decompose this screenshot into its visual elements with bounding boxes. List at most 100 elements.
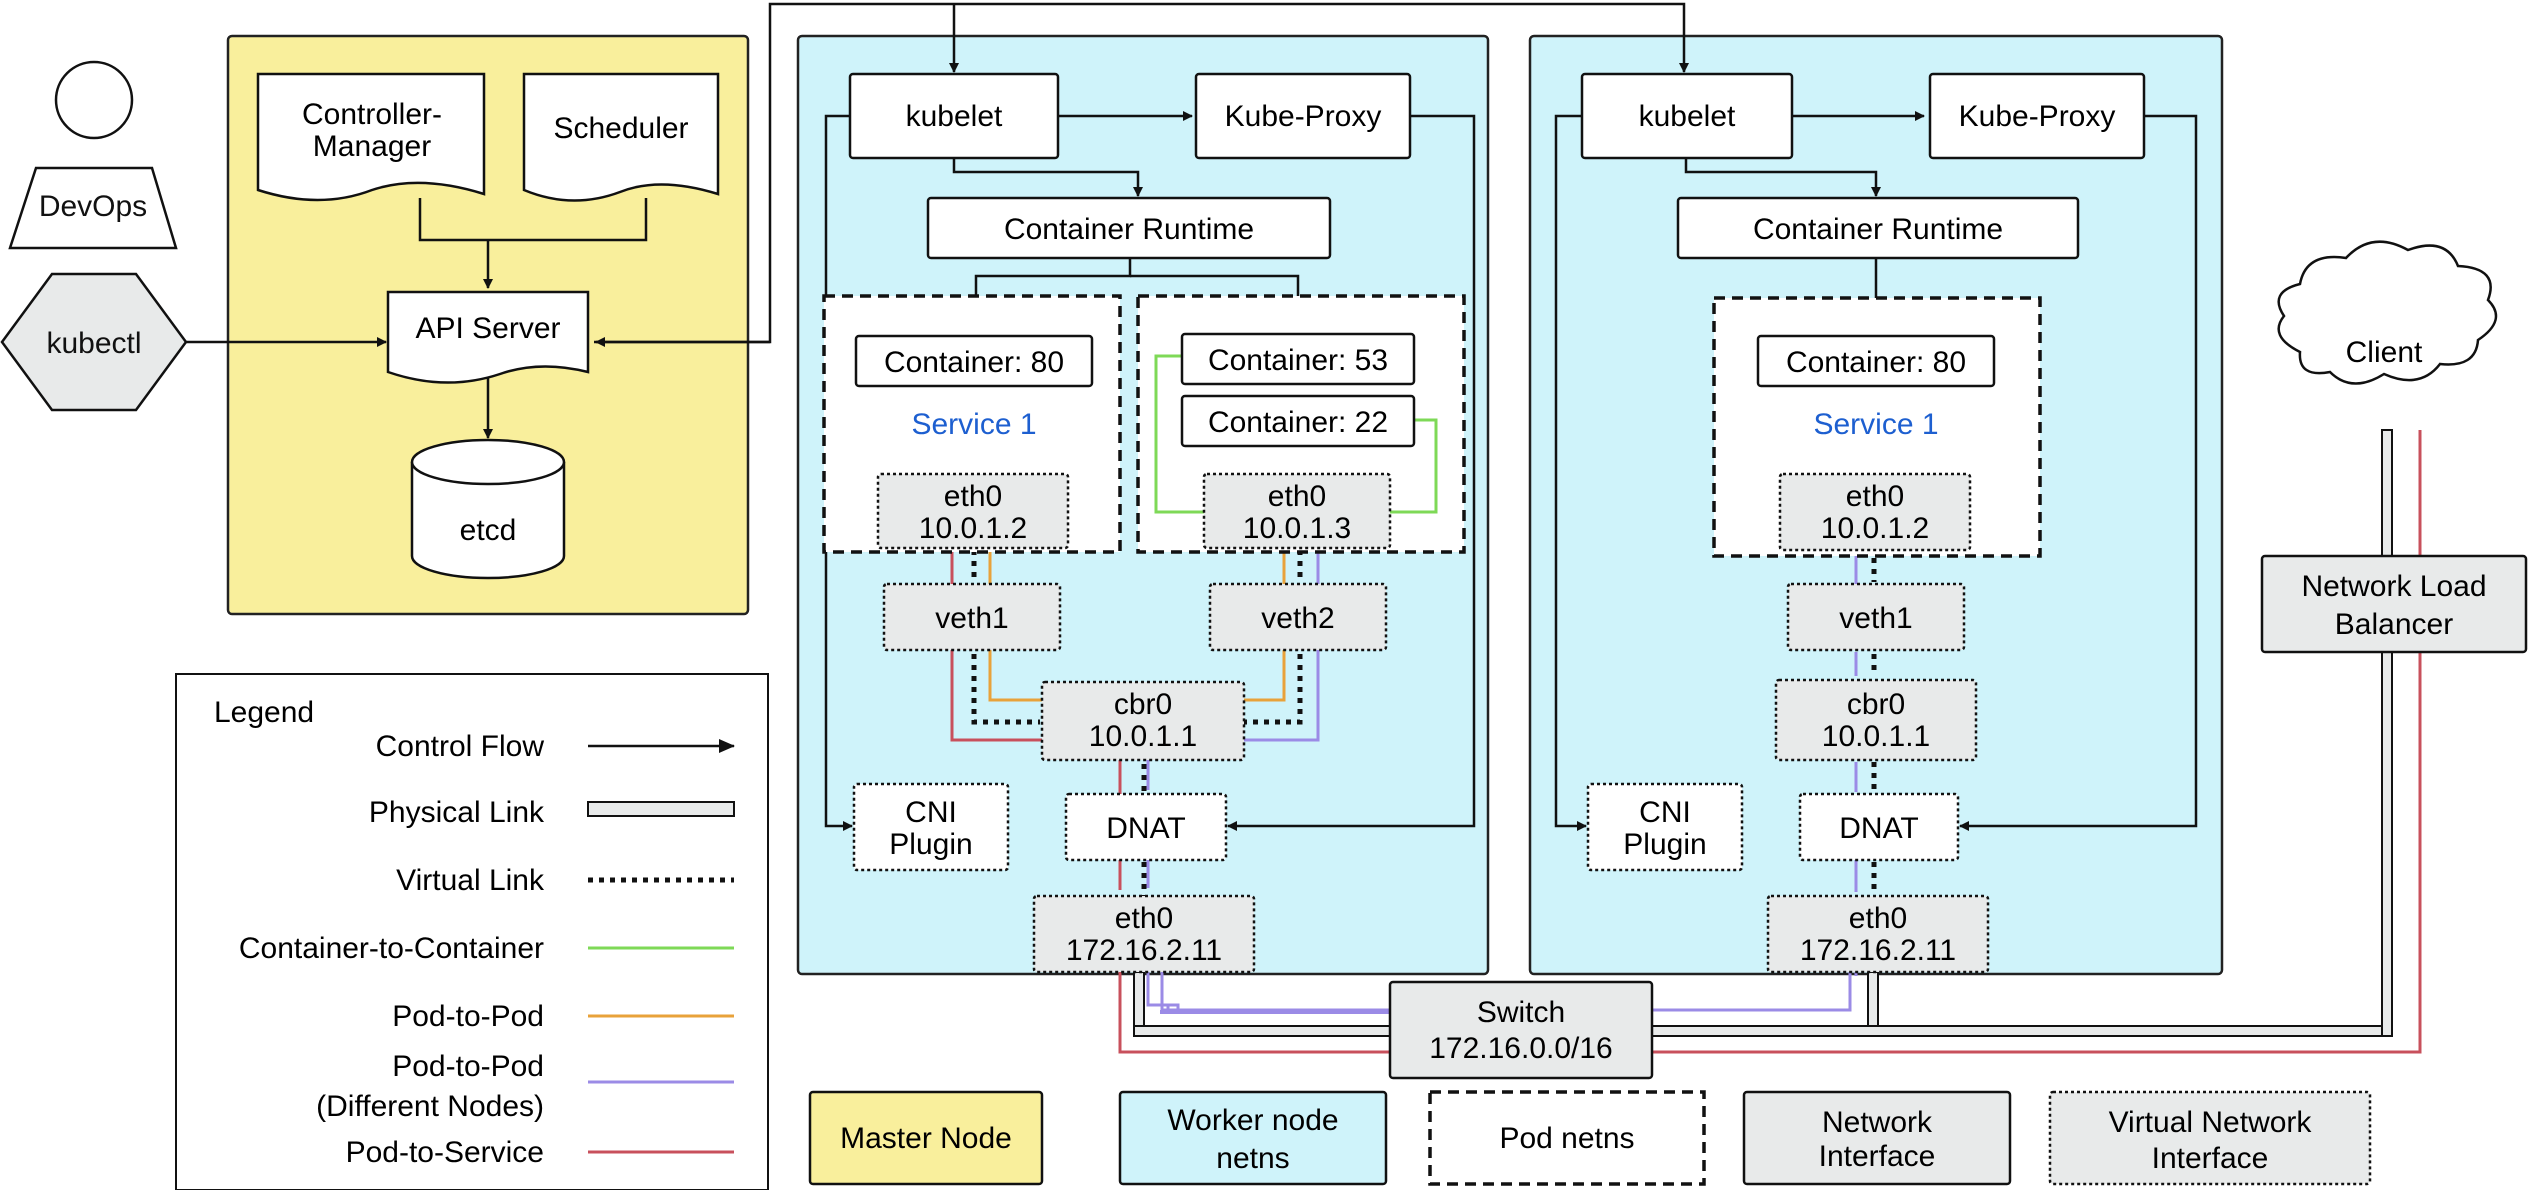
key-worker-netns <box>1118 1090 1388 1186</box>
w1-eth0-label-1: eth0 <box>1115 902 1173 935</box>
w1-cbr0[interactable] <box>1040 680 1246 762</box>
etcd-label: etcd <box>460 514 517 547</box>
key-virtual-network-interface <box>2048 1090 2372 1186</box>
control-flow-arrows <box>186 2 2198 831</box>
w1-kubelet-label: kubelet <box>906 100 1003 133</box>
w2-eth0[interactable] <box>1766 894 1990 974</box>
w1-cbr0-label-2: 10.0.1.1 <box>1089 720 1197 753</box>
w2-pod1-container-label: Container: 80 <box>1786 346 1966 379</box>
legend-p2p-diff-label-2: (Different Nodes) <box>316 1090 544 1123</box>
w2-kubelet-box[interactable] <box>1580 72 1794 160</box>
etcd-database[interactable]: etcd <box>410 438 566 580</box>
w1-cbr0-label-1: cbr0 <box>1114 688 1172 721</box>
legend-p2s-label: Pod-to-Service <box>346 1136 544 1169</box>
w1-pod1-eth0-label-1: eth0 <box>944 480 1002 513</box>
switch-label-2: 172.16.0.0/16 <box>1429 1032 1613 1065</box>
w1-pod2-green-link <box>1154 354 1438 514</box>
switch-box[interactable] <box>1388 980 1654 1080</box>
w1-kube-proxy-box[interactable] <box>1194 72 1412 160</box>
w2-kube-proxy-label: Kube-Proxy <box>1959 100 2116 133</box>
w1-pod2-eth0[interactable] <box>1202 472 1392 550</box>
w1-pod1-container[interactable] <box>854 334 1094 388</box>
w2-kubelet-label: kubelet <box>1639 100 1736 133</box>
switch-label-1: Switch <box>1477 996 1565 1029</box>
w2-container-runtime-box[interactable] <box>1676 196 2080 260</box>
key-master-node <box>808 1090 1044 1186</box>
devops-body-icon <box>8 166 178 250</box>
w1-veth1[interactable] <box>882 582 1062 652</box>
key-network-interface-label-2: Interface <box>1819 1140 1936 1173</box>
w2-cni-label-1: CNI <box>1639 796 1691 829</box>
api-server-doc[interactable] <box>386 290 590 384</box>
nlb-label-1: Network Load <box>2301 570 2486 603</box>
client-cloud-icon[interactable] <box>2277 240 2498 385</box>
legend-box <box>175 673 769 1190</box>
api-server-label: API Server <box>415 312 560 345</box>
key-pod-netns <box>1428 1090 1706 1186</box>
w1-pod2-container-53-label: Container: 53 <box>1208 344 1388 377</box>
key-network-interface <box>1742 1090 2012 1186</box>
network-load-balancer[interactable] <box>2260 554 2528 654</box>
pod-to-pod-diff-path-w1 <box>1146 548 1320 1012</box>
w1-dnat[interactable] <box>1064 792 1228 862</box>
w1-pod1-eth0[interactable] <box>876 472 1070 550</box>
w2-cni-plugin[interactable] <box>1586 782 1744 872</box>
key-master-node-label: Master Node <box>840 1122 1012 1155</box>
kubectl-diamond[interactable] <box>0 272 188 412</box>
w2-kube-proxy-box[interactable] <box>1928 72 2146 160</box>
virtual-links <box>971 550 1877 896</box>
w2-pod1-eth0[interactable] <box>1778 472 1972 552</box>
w1-pod2-eth0-label-2: 10.0.1.3 <box>1243 512 1351 545</box>
controller-manager-doc <box>256 72 486 202</box>
nlb-label-2: Balancer <box>2335 608 2453 641</box>
w1-kubelet-box[interactable] <box>848 72 1060 160</box>
w2-pod1-eth0-label-1: eth0 <box>1846 480 1904 513</box>
w1-pod2-container-22-label: Container: 22 <box>1208 406 1388 439</box>
legend-virtual-link-label: Virtual Link <box>396 864 545 897</box>
legend-physical-link-swatch <box>587 801 735 817</box>
w1-pod1-service-label: Service 1 <box>911 408 1036 441</box>
devops-head-icon <box>54 60 134 140</box>
w2-cbr0-label-1: cbr0 <box>1847 688 1905 721</box>
pod-to-service-path-w1-top <box>950 548 1042 742</box>
devops-label: DevOps <box>39 190 147 223</box>
w1-eth0[interactable] <box>1032 894 1256 974</box>
w2-dnat[interactable] <box>1798 792 1960 862</box>
w1-cni-label-2: Plugin <box>889 828 972 861</box>
w1-veth2[interactable] <box>1208 582 1388 652</box>
w2-cbr0-label-2: 10.0.1.1 <box>1822 720 1930 753</box>
w2-pod1-service-label: Service 1 <box>1813 408 1938 441</box>
controller-manager-label-1: Controller- <box>302 98 442 131</box>
w1-kube-proxy-label: Kube-Proxy <box>1225 100 1382 133</box>
w2-veth1[interactable] <box>1786 582 1966 652</box>
scheduler-label: Scheduler <box>553 112 688 145</box>
w1-container-runtime-label: Container Runtime <box>1004 213 1254 246</box>
w1-container-runtime-box[interactable] <box>926 196 1332 260</box>
legend-c2c-label: Container-to-Container <box>239 932 544 965</box>
key-worker-netns-label-1: Worker node <box>1167 1104 1338 1137</box>
w1-cni-plugin[interactable] <box>852 782 1010 872</box>
legend-p2p-diff-label-1: Pod-to-Pod <box>392 1050 544 1083</box>
kubectl-label: kubectl <box>46 327 141 360</box>
w1-veth2-label: veth2 <box>1261 602 1334 635</box>
w2-veth1-label: veth1 <box>1839 602 1912 635</box>
client-label: Client <box>2346 336 2423 369</box>
w2-dnat-label: DNAT <box>1839 812 1918 845</box>
w1-dnat-label: DNAT <box>1106 812 1185 845</box>
key-vni-label-1: Virtual Network <box>2109 1106 2313 1139</box>
w2-eth0-label-2: 172.16.2.11 <box>1800 934 1956 967</box>
pod-to-pod-path <box>988 548 1286 702</box>
legend-physical-link-label: Physical Link <box>369 796 545 829</box>
legend-control-flow-label: Control Flow <box>376 730 545 763</box>
w1-pod2-container-22[interactable] <box>1180 394 1416 448</box>
w1-pod2-container-53[interactable] <box>1180 332 1416 386</box>
controller-manager-label-2: Manager <box>313 130 431 163</box>
w2-pod1-eth0-label-2: 10.0.1.2 <box>1821 512 1929 545</box>
w2-pod1-container[interactable] <box>1756 334 1996 388</box>
w2-cbr0[interactable] <box>1774 678 1978 762</box>
w2-eth0-label-1: eth0 <box>1849 902 1907 935</box>
w1-pod2-eth0-label-1: eth0 <box>1268 480 1326 513</box>
key-vni-label-2: Interface <box>2152 1142 2269 1175</box>
scheduler-doc <box>522 72 720 202</box>
